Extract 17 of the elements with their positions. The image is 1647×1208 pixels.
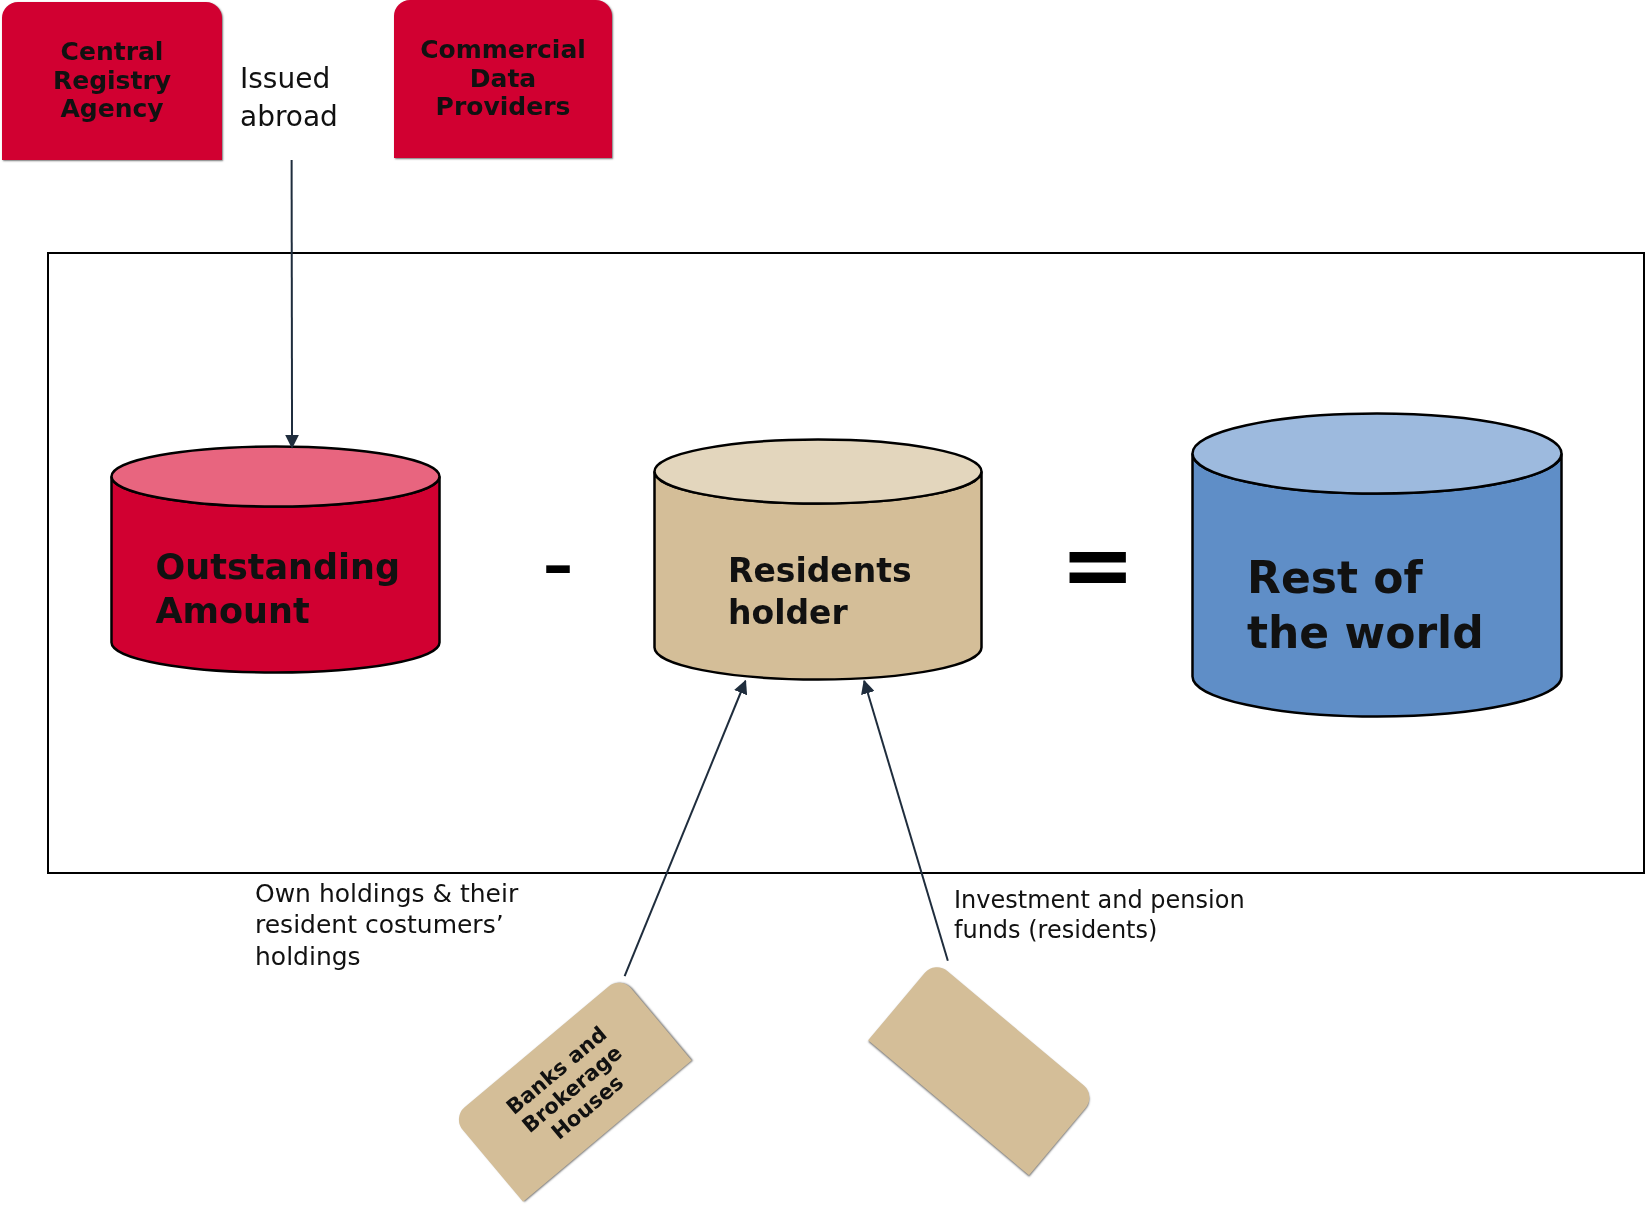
node-label: Outstanding Amount [155, 545, 396, 633]
arrow [861, 679, 949, 962]
operator-sign: – [543, 535, 573, 595]
node-label: Residents holder [728, 550, 908, 633]
node-label: Commercial Data Providers [419, 35, 587, 123]
cylinder-shape [653, 438, 983, 681]
cylinder-shape [1191, 412, 1563, 718]
cylinder-shape [110, 445, 441, 674]
node-label: Issued abroad [240, 61, 339, 135]
tab-shape [2, 2, 222, 160]
node-label: Central Registry Agency [51, 37, 173, 125]
tab-shape [394, 0, 612, 158]
arrow [623, 679, 748, 978]
operator-sign: = [1060, 520, 1136, 610]
node-label: Rest of the world [1247, 551, 1485, 660]
frame-box [47, 252, 1645, 874]
arrow [285, 159, 300, 449]
